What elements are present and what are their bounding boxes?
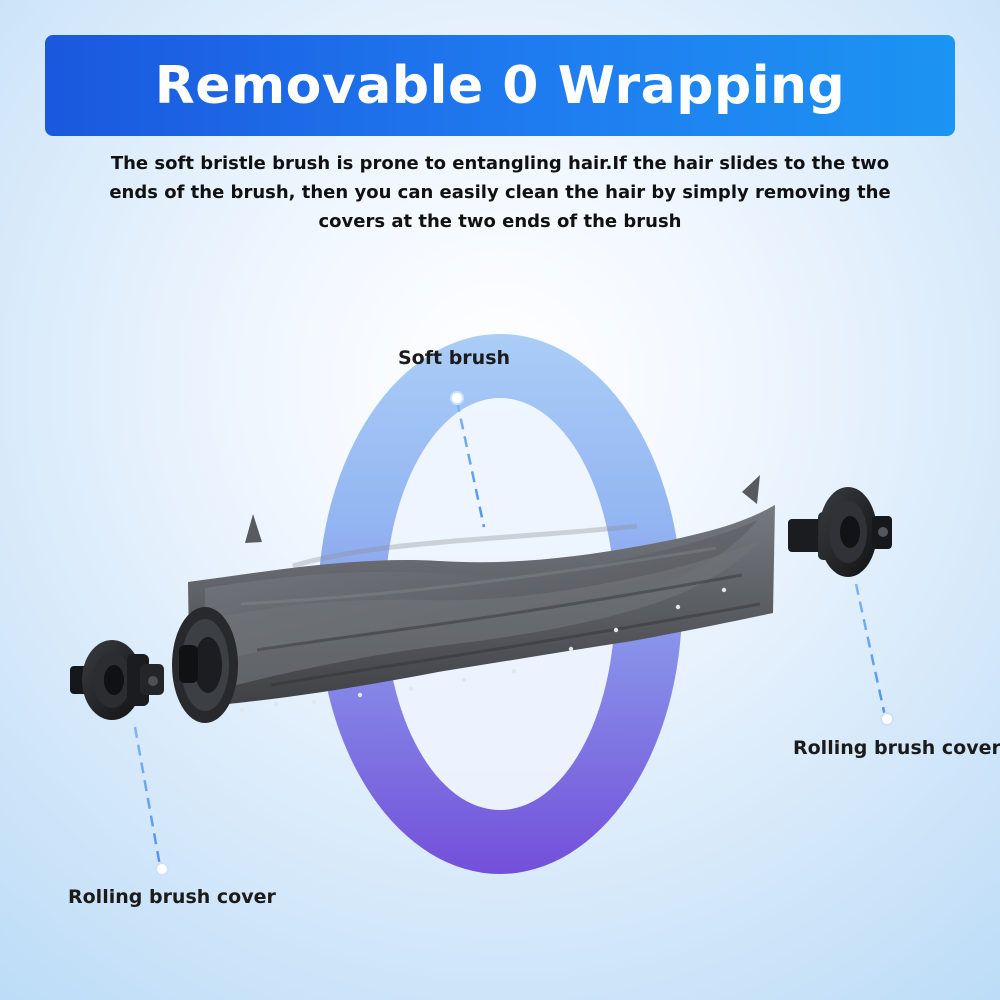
soft-brush-label: Soft brush — [398, 347, 511, 369]
right-cover-leader — [854, 583, 894, 726]
soft-brush-icon — [172, 475, 775, 723]
left-cover-leader — [133, 726, 169, 876]
left-cover-label: Rolling brush cover — [68, 886, 276, 908]
left-cover-icon — [70, 640, 164, 720]
title-banner: Removable 0 Wrapping — [45, 35, 955, 136]
page-title: Removable 0 Wrapping — [154, 55, 846, 116]
right-cover-icon — [788, 487, 892, 577]
right-cover-label: Rolling brush cover — [793, 737, 1000, 759]
soft-brush-leader — [450, 391, 486, 528]
description-text: The soft bristle brush is prone to entan… — [109, 153, 891, 232]
